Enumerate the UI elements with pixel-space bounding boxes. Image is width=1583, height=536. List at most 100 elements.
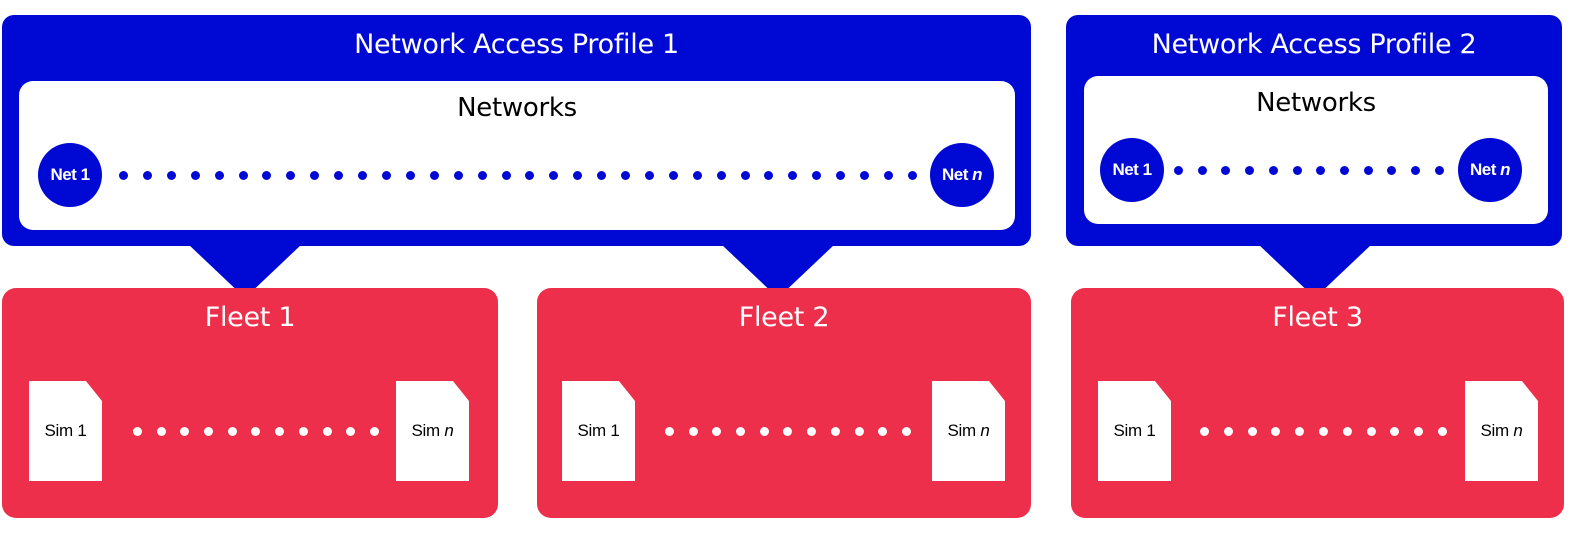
ellipsis-dot	[1363, 165, 1373, 175]
sim-card-last: Sim n	[396, 381, 469, 481]
ellipsis-dot	[381, 170, 391, 180]
ellipsis-dot	[736, 426, 746, 436]
ellipsis-dot	[1295, 426, 1305, 436]
ellipsis-dot	[1292, 165, 1302, 175]
ellipsis-dot	[251, 426, 261, 436]
network-node-label: Net n	[1469, 160, 1511, 179]
ellipsis-dot	[597, 170, 607, 180]
network-node-label: Net 1	[50, 165, 90, 184]
network-node-last: Net n	[930, 143, 994, 207]
ellipsis-dot	[525, 170, 535, 180]
ellipsis-dot	[1434, 165, 1444, 175]
sim-card-first: Sim 1	[1098, 381, 1171, 481]
ellipsis-dot	[166, 170, 176, 180]
ellipsis-dot	[142, 170, 152, 180]
fleet-title: Fleet 1	[204, 302, 296, 333]
ellipsis-dot	[1342, 426, 1352, 436]
ellipsis-dot	[286, 170, 296, 180]
ellipsis-dot	[477, 170, 487, 180]
network-ellipsis-dots	[1174, 165, 1444, 175]
ellipsis-dot	[692, 170, 702, 180]
ellipsis-dot	[369, 426, 379, 436]
ellipsis-dot	[1366, 426, 1376, 436]
sim-ellipsis-dots	[665, 426, 911, 436]
ellipsis-dot	[812, 170, 822, 180]
ellipsis-dot	[901, 426, 911, 436]
ellipsis-dot	[298, 426, 308, 436]
ellipsis-dot	[1437, 426, 1447, 436]
ellipsis-dot	[884, 170, 893, 180]
fleet-title: Fleet 2	[738, 302, 830, 333]
ellipsis-dot	[1268, 165, 1278, 175]
ellipsis-dot	[1200, 426, 1209, 436]
ellipsis-dot	[1340, 165, 1350, 175]
ellipsis-dot	[1390, 426, 1400, 436]
ellipsis-dot	[1197, 165, 1207, 175]
ellipsis-dot	[712, 426, 722, 436]
ellipsis-dot	[310, 170, 320, 180]
network-node-first: Net 1	[1100, 138, 1164, 202]
ellipsis-dot	[1414, 426, 1424, 436]
ellipsis-dot	[907, 170, 917, 180]
ellipsis-dot	[860, 170, 870, 180]
ellipsis-dot	[214, 170, 224, 180]
ellipsis-dot	[227, 426, 237, 436]
ellipsis-dot	[322, 426, 332, 436]
ellipsis-dot	[621, 170, 631, 180]
sim-label: Sim n	[947, 421, 990, 440]
ellipsis-dot	[740, 170, 750, 180]
networks-heading: Networks	[1256, 88, 1376, 118]
fleet-1: Fleet 1 Sim 1 Sim n	[2, 288, 498, 518]
ellipsis-dot	[665, 426, 674, 436]
ellipsis-dot	[405, 170, 415, 180]
ellipsis-dot	[334, 170, 344, 180]
network-node-last: Net n	[1458, 138, 1522, 202]
fleet-3: Fleet 3 Sim 1 Sim n	[1071, 288, 1564, 518]
ellipsis-dot	[788, 170, 798, 180]
ellipsis-dot	[764, 170, 774, 180]
ellipsis-dot	[716, 170, 726, 180]
ellipsis-dot	[1247, 426, 1257, 436]
ellipsis-dot	[1223, 426, 1233, 436]
ellipsis-dot	[238, 170, 248, 180]
ellipsis-dot	[830, 426, 840, 436]
network-access-profile-2: Network Access Profile 2 Networks Net 1 …	[1066, 15, 1562, 246]
sim-label: Sim n	[411, 421, 454, 440]
ellipsis-dot	[807, 426, 817, 436]
sim-label: Sim n	[1480, 421, 1523, 440]
ellipsis-dot	[1387, 165, 1397, 175]
ellipsis-dot	[1221, 165, 1231, 175]
ellipsis-dot	[119, 170, 128, 180]
ellipsis-dot	[429, 170, 439, 180]
sim-card-last: Sim n	[932, 381, 1005, 481]
profile-title: Network Access Profile 2	[1151, 29, 1477, 60]
sim-label: Sim 1	[577, 421, 620, 440]
sim-label: Sim 1	[1113, 421, 1156, 440]
ellipsis-dot	[1174, 165, 1183, 175]
ellipsis-dot	[759, 426, 769, 436]
fleet-title: Fleet 3	[1272, 302, 1363, 333]
ellipsis-dot	[644, 170, 654, 180]
profile-title: Network Access Profile 1	[354, 29, 679, 60]
ellipsis-dot	[836, 170, 846, 180]
ellipsis-dot	[1245, 165, 1255, 175]
fleet-2: Fleet 2 Sim 1 Sim n	[537, 288, 1031, 518]
ellipsis-dot	[275, 426, 285, 436]
ellipsis-dot	[1271, 426, 1281, 436]
ellipsis-dot	[501, 170, 511, 180]
sim-label: Sim 1	[44, 421, 87, 440]
ellipsis-dot	[156, 426, 166, 436]
network-node-first: Net 1	[38, 143, 102, 207]
network-node-label: Net 1	[1112, 160, 1152, 179]
ellipsis-dot	[549, 170, 559, 180]
ellipsis-dot	[358, 170, 368, 180]
ellipsis-dot	[133, 426, 142, 436]
sim-card-last: Sim n	[1465, 381, 1538, 481]
network-ellipsis-dots	[119, 170, 917, 180]
network-access-profile-1: Network Access Profile 1 Networks Net 1 …	[2, 15, 1031, 246]
ellipsis-dot	[190, 170, 200, 180]
ellipsis-dot	[854, 426, 864, 436]
ellipsis-dot	[1316, 165, 1326, 175]
ellipsis-dot	[262, 170, 272, 180]
sim-card-first: Sim 1	[562, 381, 635, 481]
